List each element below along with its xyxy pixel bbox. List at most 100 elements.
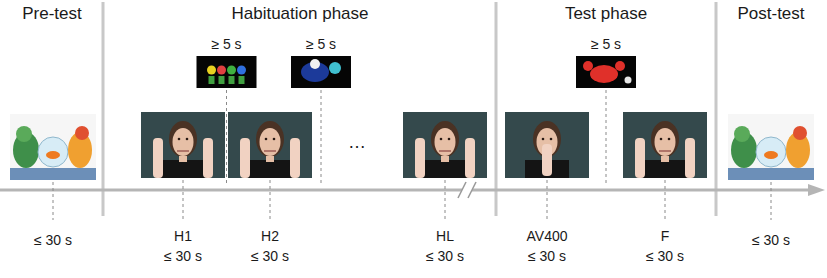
speaker-hand xyxy=(290,138,300,178)
goldfish xyxy=(764,151,778,159)
duration-label: ≤ 30 s xyxy=(426,248,464,264)
speaker-shirt xyxy=(161,160,205,178)
speaker-face xyxy=(173,128,194,156)
speaker-eye xyxy=(550,138,553,141)
axis-break xyxy=(458,182,476,198)
toy-base xyxy=(239,76,245,84)
dashed-marker xyxy=(771,182,772,220)
speaker-mouth xyxy=(439,150,451,152)
speaker-video-frame xyxy=(141,112,225,178)
speaker-eye xyxy=(542,138,545,141)
dashed-marker xyxy=(445,180,446,220)
video-background xyxy=(141,112,225,178)
speaker-face xyxy=(260,128,281,156)
video-background xyxy=(403,112,487,178)
turtle-head xyxy=(734,126,750,142)
axis-break-gap xyxy=(462,182,472,198)
ellipsis-mark: … xyxy=(348,132,366,153)
duration-label: ≥ 5 s xyxy=(306,36,336,52)
speaker-mouth xyxy=(659,150,671,152)
trial-name: HL xyxy=(436,228,454,244)
dashed-marker xyxy=(53,182,54,220)
toy-ball xyxy=(227,66,236,75)
timeline-axis xyxy=(0,189,812,192)
trial-name: AV400 xyxy=(527,228,568,244)
phase-heading: Pre-test xyxy=(22,4,82,24)
attention-getter xyxy=(576,56,636,88)
speaker-eye xyxy=(668,138,671,141)
dashed-marker xyxy=(183,180,184,220)
fish-bowl xyxy=(756,137,786,167)
speaker-shirt xyxy=(248,160,292,178)
getter-background xyxy=(291,56,351,88)
speaker-hand xyxy=(685,138,695,178)
scene-background xyxy=(728,114,814,180)
speaker-hand xyxy=(415,138,425,178)
speaker-face xyxy=(435,128,456,156)
speaker-video-frame xyxy=(403,112,487,178)
attention-getter xyxy=(291,56,351,88)
phase-heading: Test phase xyxy=(565,4,647,24)
speaker-neck xyxy=(441,156,449,162)
speaker-hand xyxy=(203,138,213,178)
speaker-mouth xyxy=(177,150,189,152)
speaker-hand xyxy=(153,138,163,178)
duration-label: ≤ 30 s xyxy=(528,248,566,264)
speaker-shirt xyxy=(423,160,467,178)
axis-break-slash xyxy=(468,182,476,198)
duration-label: ≤ 30 s xyxy=(164,248,202,264)
crab-claw xyxy=(583,61,593,71)
phase-separator xyxy=(495,2,498,216)
toy-ball xyxy=(207,66,216,75)
duration-label: ≤ 30 s xyxy=(34,232,72,248)
trial-name: H1 xyxy=(174,228,192,244)
cartoon-friend xyxy=(329,62,341,74)
dashed-marker xyxy=(665,180,666,220)
trial-name: F xyxy=(661,228,670,244)
speaker-face xyxy=(655,128,676,156)
duration-label: ≥ 5 s xyxy=(211,36,241,52)
fish-bowl xyxy=(38,137,68,167)
dashed-marker xyxy=(270,180,271,220)
turtle-head xyxy=(16,126,32,142)
getter-background xyxy=(197,56,257,88)
phase-separator xyxy=(715,2,718,216)
speaker-hair xyxy=(651,121,679,157)
toy-base xyxy=(219,76,225,84)
speaker-neck xyxy=(179,156,187,162)
speaker-eye xyxy=(448,138,451,141)
duration-label: ≤ 30 s xyxy=(752,232,790,248)
speaker-video-frame xyxy=(623,112,707,178)
timeline-arrowhead xyxy=(808,184,825,196)
phase-separator xyxy=(102,2,105,216)
trial-name: H2 xyxy=(261,228,279,244)
speaker-shirt xyxy=(643,160,687,178)
speaker-hand xyxy=(240,138,250,178)
cartoon-hat xyxy=(310,59,320,69)
speaker-hair xyxy=(169,121,197,157)
test-scene xyxy=(10,114,96,180)
goldfish xyxy=(46,151,60,159)
phase-heading: Post-test xyxy=(737,4,804,24)
speaker-video-frame xyxy=(505,112,589,178)
speaker-eye xyxy=(273,138,276,141)
speaker-hands xyxy=(542,144,552,176)
attention-getter xyxy=(197,56,257,88)
dashed-marker xyxy=(547,180,548,220)
dashed-marker xyxy=(321,90,322,186)
crab-body xyxy=(590,65,618,83)
crab-ball xyxy=(625,77,632,84)
scene-table xyxy=(728,168,814,180)
speaker-neck xyxy=(661,156,669,162)
bird-head xyxy=(793,126,807,140)
getter-background xyxy=(576,56,636,88)
test-scene xyxy=(728,114,814,180)
crab-claw xyxy=(615,61,625,71)
video-background xyxy=(623,112,707,178)
speaker-hand xyxy=(635,138,645,178)
axis-break-slash xyxy=(458,182,466,198)
speaker-hair xyxy=(431,121,459,157)
toy-ball xyxy=(237,66,246,75)
speaker-hand xyxy=(465,138,475,178)
